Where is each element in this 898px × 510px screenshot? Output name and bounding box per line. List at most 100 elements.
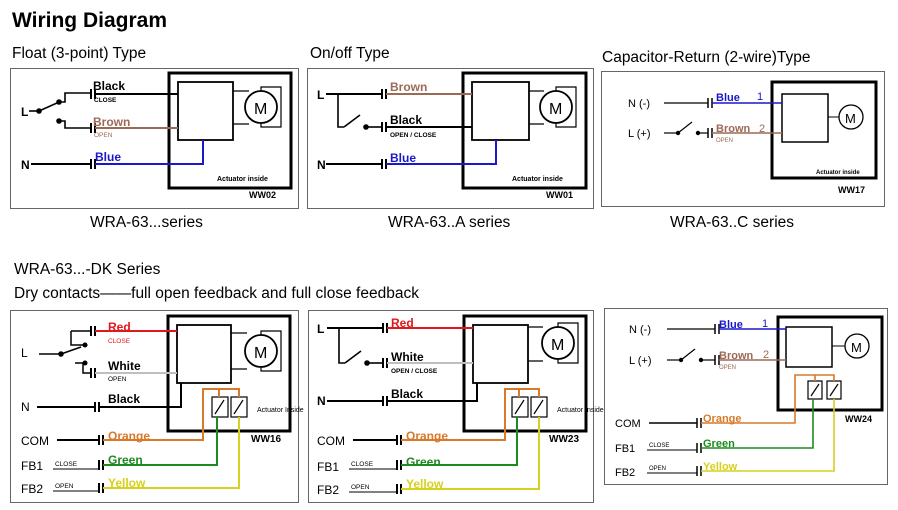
feedback-switch-icon [211, 396, 248, 418]
diagram-label: L [21, 105, 28, 119]
diagram-label: Green [703, 438, 735, 450]
diagram-label: Actuator inside [217, 176, 268, 183]
dry-contacts-heading: Dry contacts——full open feedback and ful… [14, 285, 419, 302]
diagram-label: N (-) [629, 324, 651, 336]
onoff-type-heading: On/off Type [310, 45, 390, 62]
motor-icon: M [529, 86, 577, 128]
diagram-label: 2 [759, 123, 765, 135]
selector-switch-icon [39, 330, 91, 374]
diagram-label: FB2 [615, 467, 635, 479]
ww02-svg: M Actuator inside WW02 L Black CLOSE Bro… [21, 71, 293, 200]
diagram-label: COM [21, 434, 49, 448]
diagram-label: OPEN [94, 132, 113, 139]
diagram-label: Orange [703, 413, 742, 425]
diagram-ww02: M Actuator inside WW02 L Black CLOSE Bro… [10, 68, 299, 209]
diagram-label: WW02 [249, 190, 276, 200]
diagram-label: COM [317, 434, 345, 448]
diagram-label: M [551, 337, 564, 354]
switch-icon [667, 348, 715, 363]
float-type-heading: Float (3-point) Type [12, 45, 147, 62]
diagram-label: Green [406, 455, 441, 469]
diagram-label: WW01 [546, 190, 573, 200]
diagram-label: OPEN [351, 484, 370, 491]
diagram-label: Blue [719, 319, 743, 331]
diagram-label: N [317, 158, 326, 172]
capacitor-type-heading: Capacitor-Return (2-wire)Type [602, 49, 811, 66]
diagram-label: Orange [108, 429, 150, 443]
diagram-ww01: M Actuator inside WW01 L Brown Black OPE… [307, 68, 594, 209]
motor-icon: M [233, 86, 282, 128]
diagram-label: L [21, 346, 28, 360]
switch-icon [338, 328, 383, 366]
diagram-label: FB2 [317, 483, 339, 497]
motor-icon: M [231, 330, 282, 372]
diagram-label: OPEN [716, 138, 733, 144]
diagram-label: Red [391, 316, 414, 330]
diagram-label: Black [390, 113, 422, 127]
diagram-label: M [845, 111, 856, 126]
diagram-label: Yellow [703, 461, 738, 473]
actuator-frame [167, 71, 293, 190]
dk-series-heading: WRA-63...-DK Series [14, 261, 161, 278]
diagram-label: OPEN / CLOSE [390, 132, 437, 139]
diagram-label: Yellow [108, 476, 146, 490]
switch-icon [337, 94, 382, 130]
switch-icon [664, 121, 708, 136]
diagram-label: White [108, 359, 141, 373]
diagram-label: Orange [406, 429, 448, 443]
diagram-label: L [317, 322, 324, 336]
diagram-label: N [21, 400, 30, 414]
diagram-label: 2 [763, 349, 769, 361]
diagram-label: OPEN [108, 376, 127, 383]
diagram-label: N (-) [628, 98, 650, 110]
diagram-label: M [851, 340, 862, 355]
ww23-svg: M Actuator Inside WW23 L Red White OPEN … [317, 314, 604, 497]
diagram-label: OPEN / CLOSE [391, 368, 438, 375]
diagram-label: WW16 [251, 434, 281, 445]
diagram-label: WW17 [838, 185, 865, 195]
diagram-label: M [254, 345, 267, 362]
diagram-label: Brown [390, 80, 427, 94]
diagram-label: CLOSE [94, 97, 117, 104]
diagram-label: CLOSE [55, 461, 78, 468]
diagram-label: Blue [716, 92, 740, 104]
diagram-label: M [549, 101, 562, 118]
diagram-label: FB1 [615, 443, 635, 455]
diagram-label: 1 [757, 91, 763, 103]
diagram-label: Black [108, 392, 140, 406]
diagram-label: WW23 [549, 434, 579, 445]
diagram-label: Blue [390, 151, 416, 165]
feedback-switch-icon [807, 380, 842, 400]
ww17-svg: M Actuator inside WW17 N (-) Blue 1 L (+… [628, 80, 878, 195]
ww16-svg: M Actuator Inside WW16 L Red CLOSE White… [21, 314, 304, 496]
diagram-label: White [391, 350, 424, 364]
float-series-label: WRA-63...series [90, 214, 203, 231]
diagram-ww16: M Actuator Inside WW16 L Red CLOSE White… [10, 310, 304, 503]
diagram-ww23: M Actuator Inside WW23 L Red White OPEN … [308, 310, 604, 503]
diagram-label: OPEN [719, 365, 736, 371]
motor-icon: M [528, 322, 579, 364]
diagram-label: CLOSE [649, 443, 669, 449]
diagram-label: L [317, 88, 324, 102]
diagram-label: OPEN [649, 466, 666, 472]
diagram-label: Black [391, 387, 423, 401]
diagram-label: Actuator inside [512, 176, 563, 183]
motor-icon: M [838, 104, 864, 130]
diagram-label: CLOSE [351, 461, 374, 468]
diagram-label: Brown [719, 350, 754, 362]
diagram-label: Brown [93, 115, 130, 129]
diagram-label: FB1 [21, 459, 43, 473]
diagram-label: Red [108, 320, 131, 334]
motor-icon: M [844, 333, 870, 359]
diagram-label: CLOSE [108, 338, 131, 345]
ww01-svg: M Actuator inside WW01 L Brown Black OPE… [317, 71, 588, 200]
selector-switch-icon [29, 92, 91, 129]
diagram-label: 1 [762, 318, 768, 330]
diagram-label: Yellow [406, 477, 444, 491]
capacitor-series-label: WRA-63..C series [670, 214, 795, 231]
diagram-ww24: M WW24 N (-) Blue 1 L (+) Brown 2 OPEN C… [604, 308, 888, 485]
diagram-label: Black [93, 79, 125, 93]
ww24-svg: M WW24 N (-) Blue 1 L (+) Brown 2 OPEN C… [615, 315, 884, 479]
diagram-label: Brown [716, 123, 751, 135]
page-title: Wiring Diagram [12, 9, 167, 32]
